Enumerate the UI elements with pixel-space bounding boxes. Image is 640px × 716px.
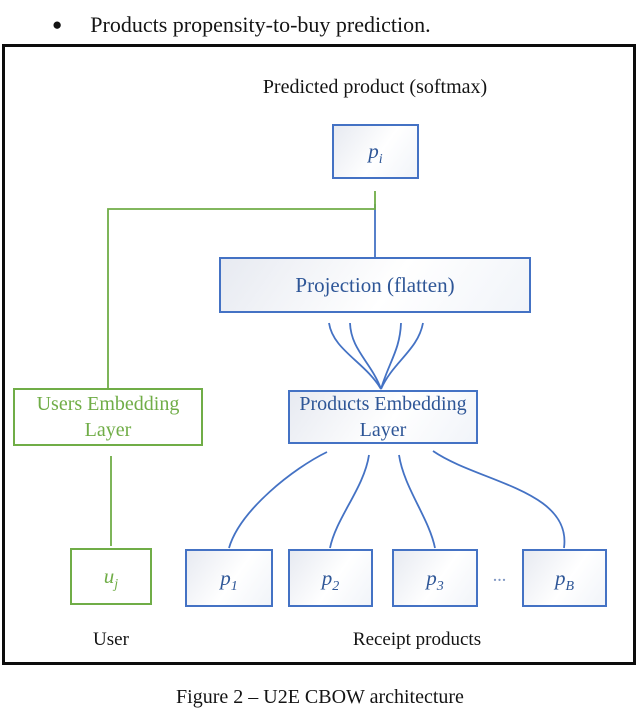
bullet-text: Products propensity-to-buy prediction. [90,12,431,37]
node-products-embedding-label: Products Embedding Layer [299,393,467,441]
node-pi-base: p [368,139,379,163]
node-p3-sub: 3 [436,578,444,594]
node-p3-base: p [426,565,437,590]
node-p2-sub: 2 [332,578,340,594]
diagram-title: Predicted product (softmax) [262,76,488,98]
node-p1-sub: 1 [230,578,238,594]
node-p2: p2 [288,549,373,607]
node-pB-label: pB [554,565,575,594]
node-projection-label: Projection (flatten) [295,272,455,297]
node-p3: p3 [392,549,478,607]
label-user: User [93,629,129,650]
node-uj-sub: j [114,577,119,593]
node-p3-label: p3 [426,565,444,594]
node-pB-base: p [554,565,566,590]
label-receipt-products: Receipt products [352,629,482,650]
node-pi-label: pi [368,139,383,168]
node-p1-label: p1 [220,565,238,594]
node-p1: p1 [185,549,273,607]
node-pB-sub: B [565,578,575,594]
bullet-item: ● Products propensity-to-buy prediction. [52,10,612,40]
ellipsis-between-products: ... [493,570,507,585]
node-pB: pB [522,549,607,607]
node-users-embedding-layer: Users Embedding Layer [13,388,203,446]
node-uj: uj [70,548,152,605]
figure-caption: Figure 2 – U2E CBOW architecture [176,686,464,708]
node-pi-sub: i [378,152,383,168]
node-uj-base: u [103,564,115,588]
node-products-embedding-layer: Products Embedding Layer [288,390,478,444]
node-p1-base: p [220,565,231,590]
node-uj-label: uj [103,564,119,593]
bullet-icon: ● [52,15,63,34]
node-projection: Projection (flatten) [219,257,531,313]
node-users-embedding-label: Users Embedding Layer [36,393,180,441]
node-pi: pi [332,124,419,179]
node-p2-label: p2 [321,565,340,594]
node-p2-base: p [321,565,333,590]
